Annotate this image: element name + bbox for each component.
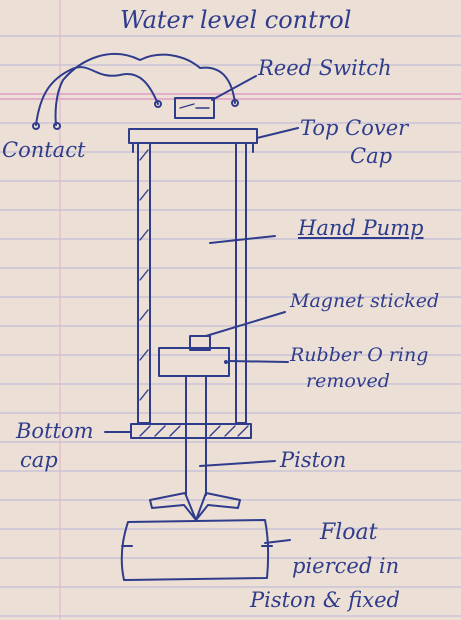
bottom-cap-label-2: cap <box>20 448 58 472</box>
float-label-2: pierced in <box>292 554 400 578</box>
leader-rubber-oring <box>228 360 289 363</box>
magnet-label: Magnet sticked <box>290 290 440 312</box>
contact-terminal-1 <box>32 122 40 130</box>
leader-piston <box>199 460 276 467</box>
reed-switch <box>174 97 215 119</box>
diagram-title: Water level control <box>120 6 352 34</box>
top-cover-label-2: Cap <box>350 144 393 168</box>
reed-switch-label: Reed Switch <box>258 56 392 80</box>
piston-flange <box>149 492 241 521</box>
wire-2 <box>54 52 236 126</box>
leader-magnet <box>205 311 286 337</box>
top-cover-label: Top Cover <box>300 116 409 140</box>
bottom-cap-label: Bottom <box>16 419 94 443</box>
leader-top-cover <box>256 127 299 139</box>
top-cover-cap <box>128 128 258 144</box>
wire-1 <box>35 66 159 126</box>
piston-head <box>158 347 230 377</box>
leader-hand-pump <box>209 235 276 244</box>
leader-reed-switch <box>211 75 257 101</box>
piston-label: Piston <box>280 448 347 472</box>
float-label: Float <box>320 520 378 545</box>
rubber-oring-label: Rubber O ring <box>290 344 429 366</box>
float-label-3: Piston & fixed <box>250 588 400 612</box>
float <box>120 519 270 581</box>
contact-terminal-2 <box>53 122 61 130</box>
pump-wall-left <box>137 142 151 424</box>
magnet <box>189 335 211 351</box>
pump-wall-right <box>235 142 247 424</box>
ruled-lines <box>0 35 461 617</box>
contact-label: Contact <box>2 138 86 162</box>
rubber-oring-label-2: removed <box>306 370 390 392</box>
leader-float <box>264 539 291 544</box>
hand-pump-label: Hand Pump <box>298 216 424 240</box>
